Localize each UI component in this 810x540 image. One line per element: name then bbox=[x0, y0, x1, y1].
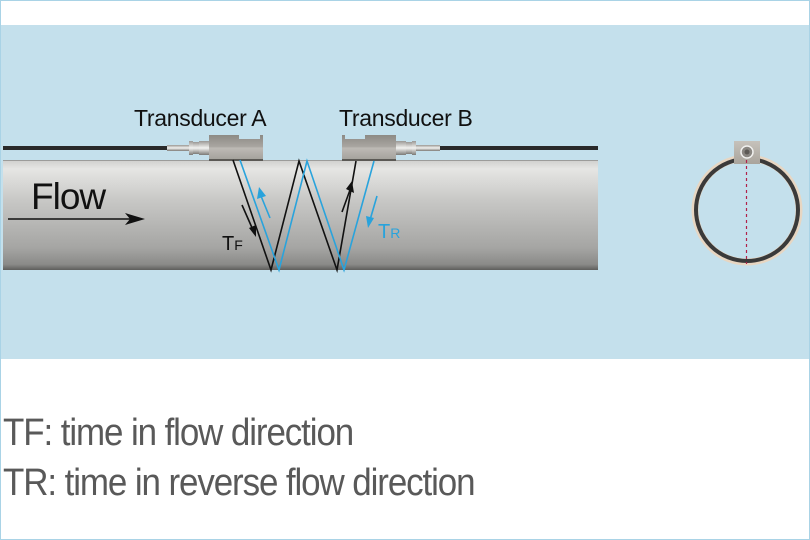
flow-label: Flow bbox=[31, 176, 106, 217]
transducer-a-connector bbox=[167, 141, 209, 155]
tr-arrow-icon bbox=[366, 195, 378, 228]
arrow-right-icon bbox=[8, 213, 145, 225]
reverse-sound-path bbox=[239, 158, 375, 273]
legend-tr: TR: time in reverse flow direction bbox=[3, 462, 476, 504]
tr-label: TR bbox=[378, 221, 400, 243]
transducer-a[interactable] bbox=[209, 135, 263, 161]
forward-arrow-up-icon bbox=[341, 181, 354, 213]
transducer-b[interactable] bbox=[342, 135, 396, 161]
cable-a bbox=[3, 146, 168, 150]
pipe-cross-section-icon bbox=[691, 141, 803, 266]
transducer-b-label: Transducer B bbox=[339, 105, 473, 131]
tf-label: TF bbox=[222, 233, 243, 255]
reverse-arrow-up-icon bbox=[257, 187, 271, 219]
pipe bbox=[3, 160, 598, 270]
cable-b bbox=[440, 146, 598, 150]
forward-sound-path bbox=[232, 158, 357, 274]
legend-tf: TF: time in flow direction bbox=[3, 412, 354, 454]
transducer-b-connector bbox=[396, 141, 440, 155]
transducer-a-label: Transducer A bbox=[134, 105, 267, 131]
tf-arrow-icon bbox=[241, 204, 256, 237]
